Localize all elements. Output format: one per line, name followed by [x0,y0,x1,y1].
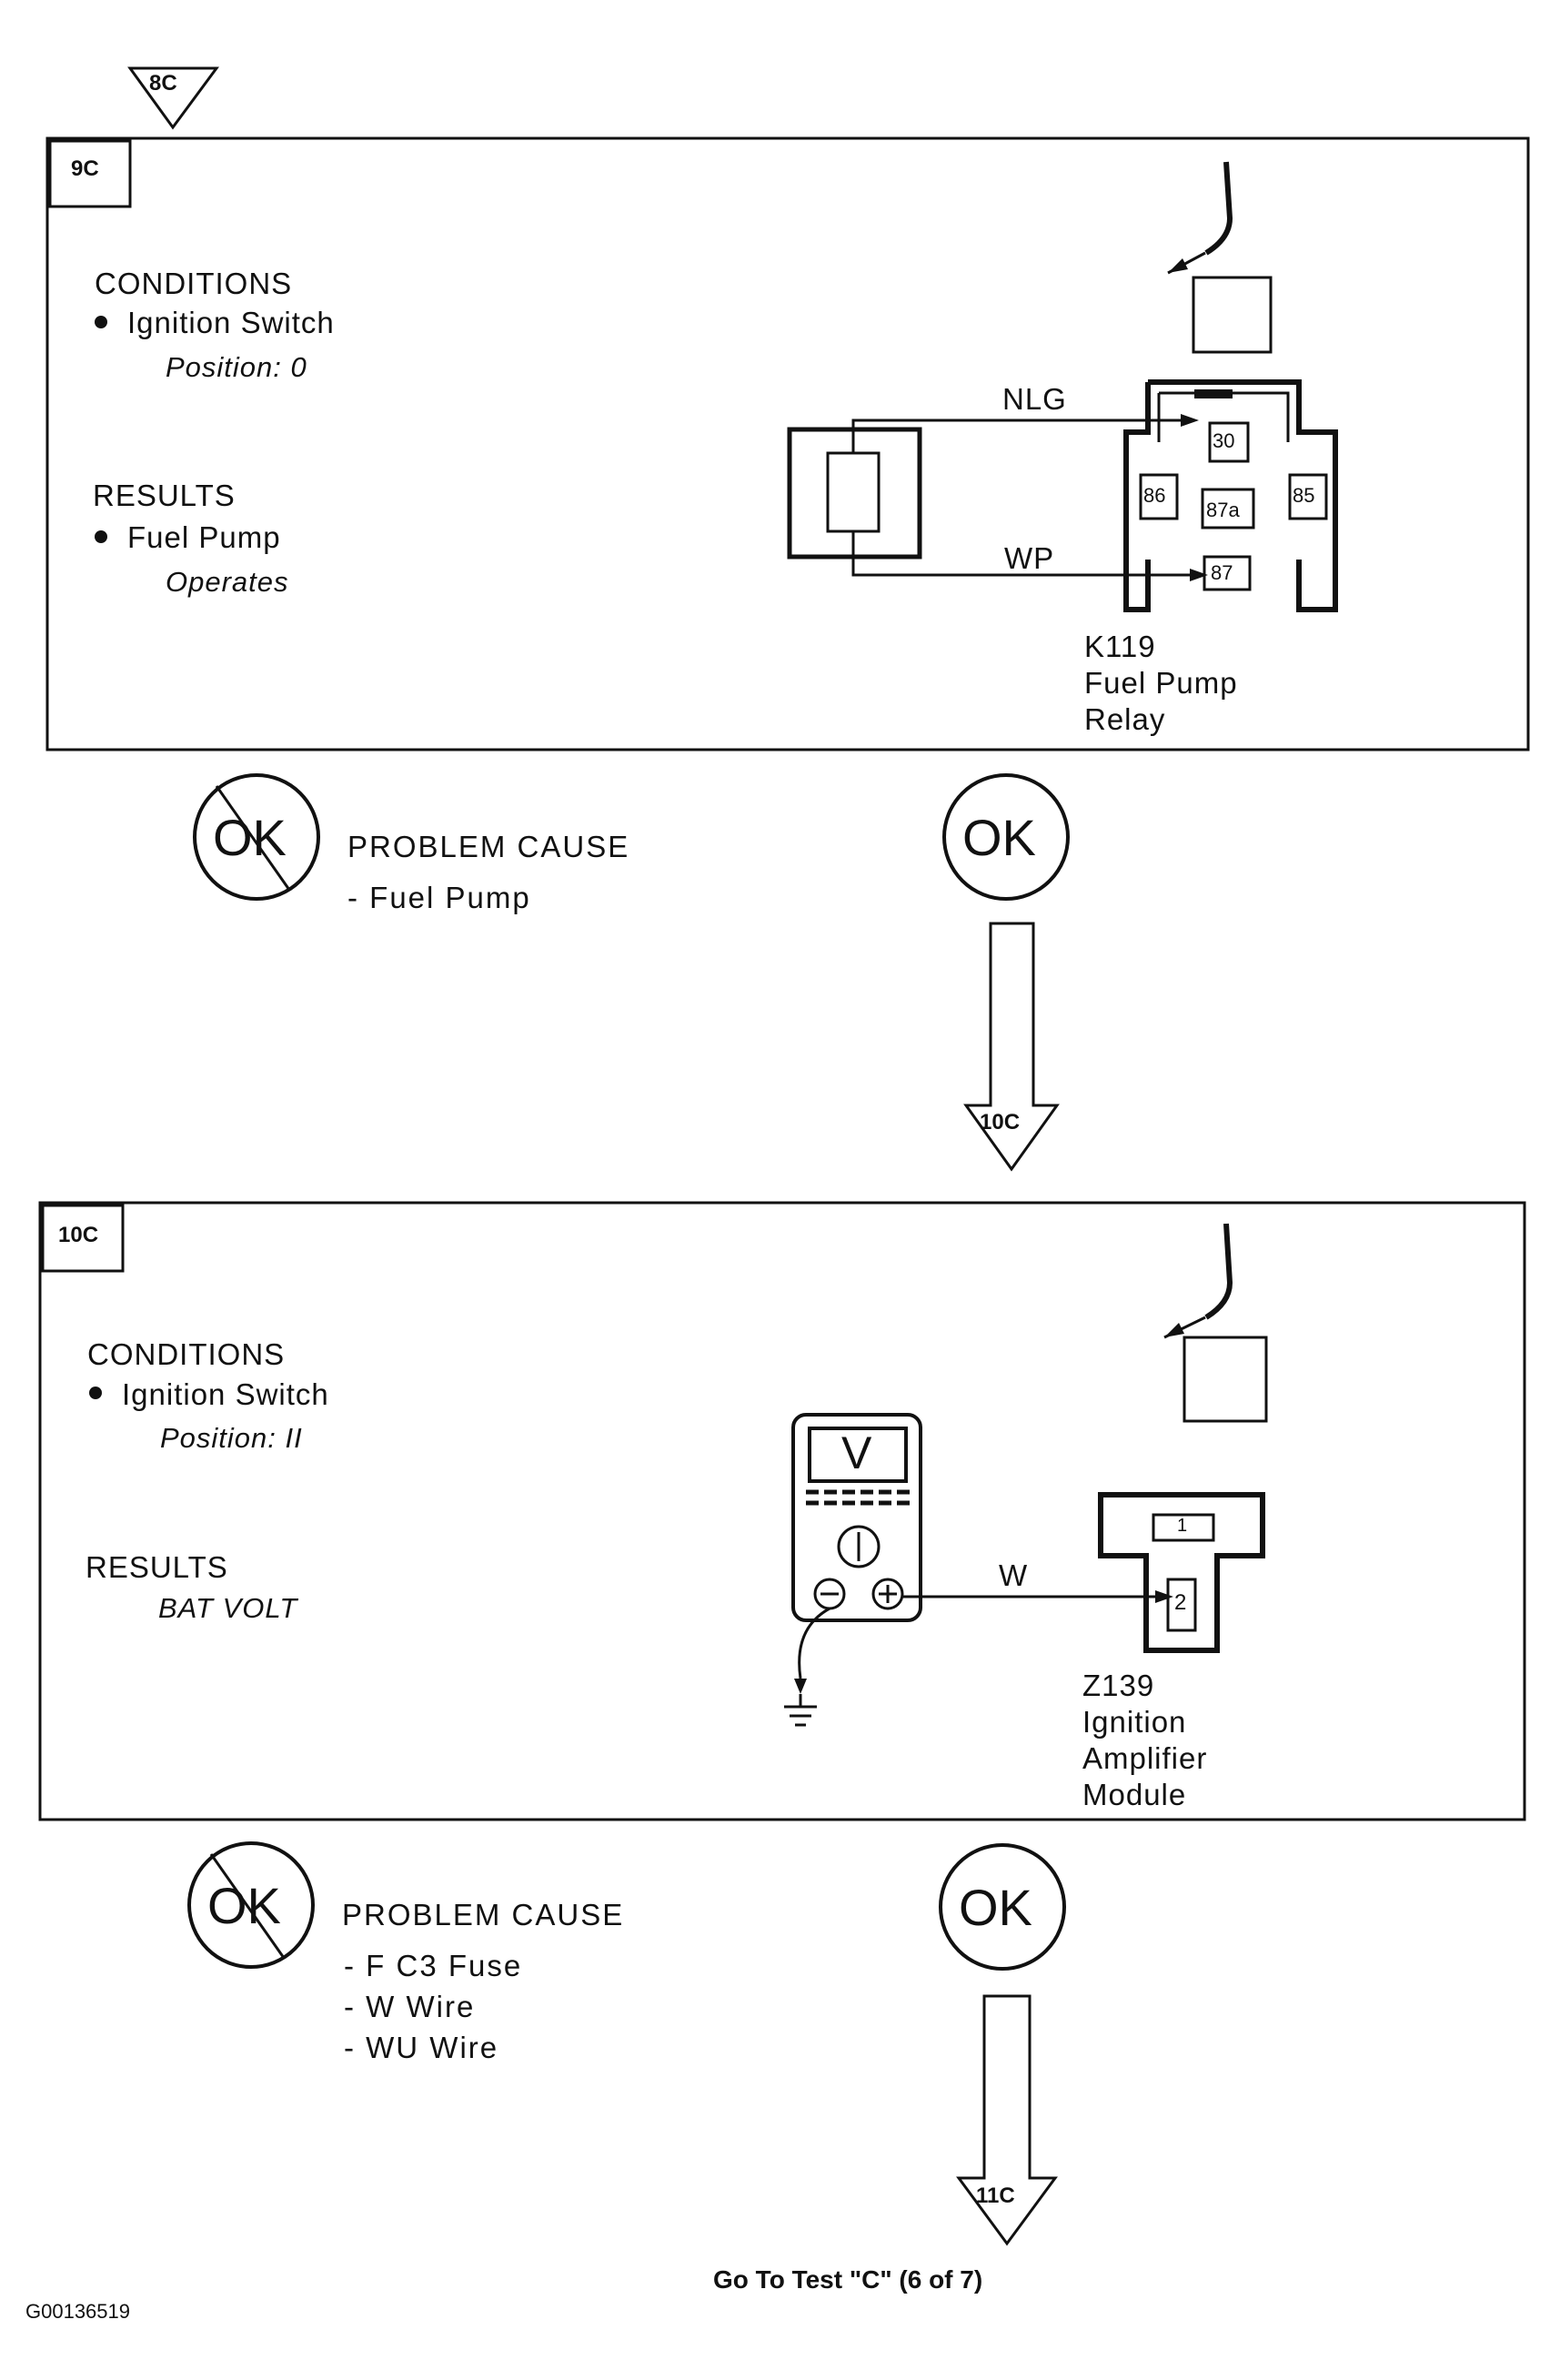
nlg-wire [851,419,1181,453]
entry-marker-triangle [127,66,219,130]
arrow-to-11c [956,1994,1058,2246]
probe-lead-2 [1204,1223,1233,1320]
step-10c-cause-3: - WU Wire [344,2031,499,2064]
wire-label-w: W [999,1558,1029,1592]
step-10c-ok-circle [939,1843,1066,1971]
pin-30 [1208,421,1250,463]
step-10c-results-heading: RESULTS [86,1550,228,1584]
arrow-to-10c [963,922,1060,1172]
step-10c-condition-item: Ignition Switch [122,1377,329,1411]
pin-label-87a: 87a [1206,499,1240,521]
pin-label-87: 87 [1211,561,1233,584]
probe-lead [1204,161,1233,256]
ground-lead [798,1607,830,1679]
step-9c-ok-symbol: OK [962,809,1036,866]
next-marker-10c: 10C [980,1110,1021,1135]
component-code-k119: K119 [1084,630,1156,663]
step-9c-id: 9C [71,156,99,181]
step-9c-condition-item: Ignition Switch [127,306,335,339]
step-10c-cause-2: - W Wire [344,1990,476,2023]
multimeter-dial [837,1525,881,1568]
component-name-line-2: Amplifier [1082,1741,1208,1775]
multimeter-display-label: V [841,1427,872,1478]
pos-terminal [871,1578,904,1610]
footer-goto-text: Go To Test "C" (6 of 7) [713,2265,983,2294]
step-10c-panel [38,1201,1526,1821]
module-pin-2 [1166,1578,1197,1632]
step-9c-results-heading: RESULTS [93,479,236,512]
step-10c-not-ok-symbol: OK [207,1877,281,1934]
pin-label-30: 30 [1213,429,1235,452]
component-name-line-3: Module [1082,1778,1187,1811]
step-9c-ok-circle [942,773,1070,901]
pin-87a [1201,488,1255,529]
step-10c-ok-symbol: OK [959,1879,1032,1936]
multimeter-body [791,1413,922,1622]
pin-label-86: 86 [1143,484,1166,507]
step-9c-id-box [48,139,132,208]
wire-label-nlg: NLG [1002,382,1067,416]
step-10c-id-box [41,1204,125,1273]
pin-86 [1139,473,1179,520]
step-9c-condition-value: Position: 0 [166,351,307,383]
step-9c-result-item: Fuel Pump [127,520,281,554]
entry-marker-label: 8C [149,71,177,96]
wp-wire [851,531,1190,577]
module-pin-label-2: 2 [1174,1590,1187,1615]
component-code-z139: Z139 [1082,1669,1155,1702]
step-9c-problem-heading: PROBLEM CAUSE [347,830,630,863]
multimeter-display [808,1427,908,1483]
component-name-line-1: Ignition [1082,1705,1187,1739]
step-10c-problem-heading: PROBLEM CAUSE [342,1898,625,1931]
step-9c-result-value: Operates [166,566,289,598]
step-9c-cause-1: - Fuel Pump [347,881,531,914]
pin-87 [1203,555,1252,591]
pin-85 [1288,473,1328,520]
bullet-icon [95,530,107,543]
step-10c-result-value: BAT VOLT [158,1592,298,1624]
probe-box-2 [1183,1336,1268,1423]
pin-label-85: 85 [1293,484,1315,507]
module-outline [1098,1492,1265,1653]
figure-id: G00136519 [25,2300,130,2323]
next-marker-11c: 11C [976,2183,1015,2208]
bullet-icon [89,1387,102,1399]
step-9c-not-ok-circle [193,773,320,901]
module-pin-label-1: 1 [1177,1516,1188,1536]
step-10c-cause-1: - F C3 Fuse [344,1949,523,1982]
component-name-line-2: Relay [1084,702,1166,736]
bullet-icon [95,316,107,328]
step-9c-not-ok-symbol: OK [213,809,287,866]
ground-icon [784,1694,817,1727]
step-10c-conditions-heading: CONDITIONS [87,1337,286,1371]
module-pin-1 [1152,1513,1215,1542]
probe-box [1192,276,1273,354]
step-10c-condition-value: Position: II [160,1422,303,1454]
component-name-line-1: Fuel Pump [1084,666,1238,700]
step-10c-not-ok-circle [187,1841,315,1969]
step-10c-id: 10C [58,1223,99,1247]
step-9c-conditions-heading: CONDITIONS [95,267,293,300]
wire-label-wp: WP [1004,541,1055,575]
